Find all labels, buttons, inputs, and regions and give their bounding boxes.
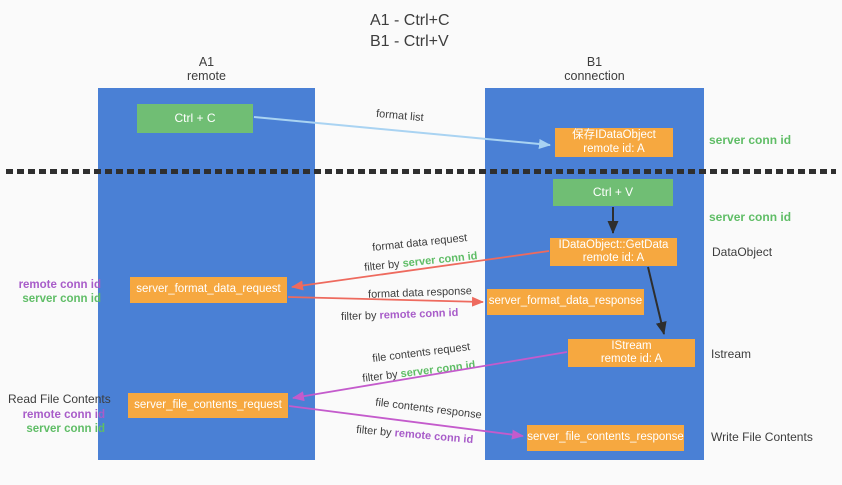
getdata-line2: remote id: A (582, 252, 645, 264)
remote-conn-id-text: remote conn id (379, 306, 459, 322)
file-conn-id-group: remote conn id server conn id (8, 408, 105, 436)
server-conn-id-label-format: server conn id (22, 293, 101, 305)
lane-a1-title: A1 (198, 55, 215, 69)
title-line-2: B1 - Ctrl+V (370, 33, 449, 50)
file-contents-response-label: file contents response (374, 396, 483, 422)
format-conn-id-group: remote conn id server conn id (8, 278, 101, 306)
server-conn-id-text: server conn id (399, 359, 477, 381)
format-data-response-label: format data response (367, 285, 473, 301)
format-data-request-label: format data request (371, 232, 468, 254)
filter-by-remote-conn-id-label-1: filter by remote conn id (341, 307, 459, 323)
save-idataobject-line2: remote id: A (583, 142, 645, 155)
lane-header-a1: A1 remote (98, 55, 315, 83)
filter-by-text: filter by (355, 423, 393, 439)
filter-by-server-conn-id-label-1: filter by server conn id (364, 250, 478, 274)
filter-by-text: filter by (340, 309, 377, 324)
write-file-contents-label: Write File Contents (711, 430, 813, 444)
remote-conn-id-label-format: remote conn id (18, 279, 101, 291)
node-server-format-data-response: server_format_data_response (487, 289, 644, 315)
server-conn-id-text: server conn id (402, 250, 479, 270)
node-istream: IStream remote id: A (568, 339, 695, 367)
server-conn-id-label-file: server conn id (26, 423, 105, 435)
lane-a1-subtitle: remote (187, 69, 226, 83)
diagram-title: A1 - Ctrl+C B1 - Ctrl+V (370, 10, 450, 52)
remote-conn-id-text: remote conn id (394, 427, 474, 447)
server-conn-id-label-mid: server conn id (709, 210, 792, 224)
node-server-file-contents-response: server_file_contents_response (527, 425, 684, 451)
dataobject-label: DataObject (712, 245, 773, 259)
node-server-format-data-request: server_format_data_request (130, 277, 287, 303)
read-file-contents-label: Read File Contents (8, 392, 111, 406)
filter-by-remote-conn-id-label-2: filter by remote conn id (356, 424, 474, 446)
lane-b1-title: B1 (586, 55, 603, 69)
dotted-separator-line (6, 169, 836, 174)
istream-line1: IStream (611, 339, 652, 352)
lane-b1-subtitle: connection (564, 69, 625, 83)
format-list-label: format list (375, 107, 425, 125)
filter-by-text: filter by (361, 368, 399, 385)
title-line-1: A1 - Ctrl+C (370, 12, 450, 29)
lane-header-b1: B1 connection (485, 55, 704, 83)
node-server-file-contents-request: server_file_contents_request (128, 393, 288, 418)
node-ctrl-c: Ctrl + C (137, 104, 253, 133)
getdata-line1: IDataObject::GetData (558, 238, 669, 251)
save-idataobject-line1: 保存IDataObject (572, 129, 656, 141)
server-conn-id-label-top: server conn id (709, 133, 792, 147)
node-save-idataobject: 保存IDataObject remote id: A (555, 128, 673, 157)
istream-label: Istream (711, 347, 752, 361)
node-ctrl-v: Ctrl + V (553, 179, 673, 206)
node-idataobject-getdata: IDataObject::GetData remote id: A (550, 238, 677, 266)
filter-by-text: filter by (363, 258, 401, 274)
remote-conn-id-label-file: remote conn id (22, 409, 105, 421)
istream-line2: remote id: A (600, 353, 663, 365)
